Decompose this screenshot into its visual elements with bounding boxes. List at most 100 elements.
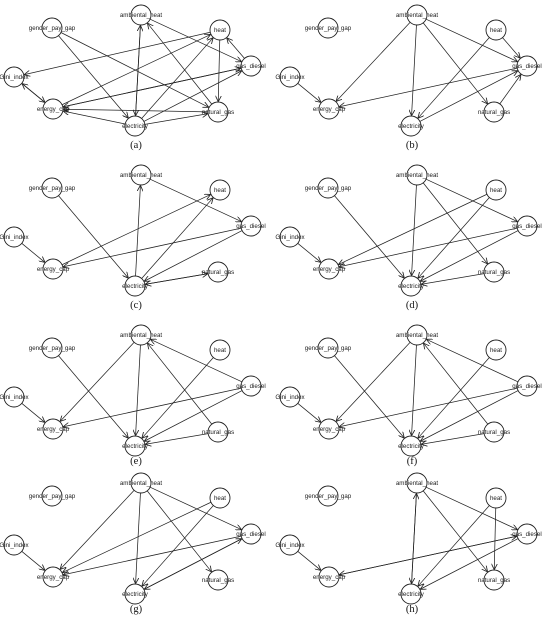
node-circle xyxy=(516,523,538,545)
node-Gini_index: Gini_index xyxy=(275,226,306,248)
node-circle xyxy=(42,98,64,120)
node-circle xyxy=(406,4,428,26)
node-circle xyxy=(3,226,25,248)
node-Gini_index: Gini_index xyxy=(275,534,306,556)
node-label: electricity xyxy=(398,123,425,130)
node-gas_diesel: gas_diesel xyxy=(512,215,542,237)
edge-gender_pay_gap-to-electricity xyxy=(334,195,404,278)
node-heat: heat xyxy=(485,19,507,41)
edge-ambiental_heat-to-gas_diesel xyxy=(149,486,241,529)
node-label: gas_diesel xyxy=(512,223,542,230)
edge-ambiental_heat-to-electricity xyxy=(412,344,417,435)
node-circle xyxy=(279,226,301,248)
diagram-panel-4: gender_pay_gapambiental_heatheatGini_ind… xyxy=(275,164,542,311)
edge-heat-to-natural_gas xyxy=(494,507,495,569)
node-circle xyxy=(42,418,64,440)
node-label: gender_pay_gap xyxy=(29,345,76,352)
node-circle xyxy=(209,179,231,201)
node-circle xyxy=(516,375,538,397)
node-circle xyxy=(317,337,339,359)
edge-ambiental_heat-to-energy_cap xyxy=(60,342,135,421)
node-gender_pay_gap: gender_pay_gap xyxy=(29,17,76,39)
node-label: gender_pay_gap xyxy=(305,25,352,32)
node-circle xyxy=(207,261,229,283)
node-label: heat xyxy=(490,27,502,34)
edge-ambiental_heat-to-gas_diesel xyxy=(425,18,517,61)
node-circle xyxy=(516,215,538,237)
node-circle xyxy=(400,115,422,137)
node-circle xyxy=(483,421,505,443)
node-heat: heat xyxy=(209,19,231,41)
node-energy_cap: energy_cap xyxy=(37,98,70,120)
node-circle xyxy=(483,101,505,123)
node-circle xyxy=(209,487,231,509)
edge-Gini_index-to-energy_cap xyxy=(297,83,321,102)
edge-Gini_index-to-energy_cap xyxy=(21,243,45,262)
node-circle xyxy=(240,375,262,397)
node-label: natural_gas xyxy=(202,269,234,276)
panel-caption: (d) xyxy=(406,300,419,311)
node-label: energy_cap xyxy=(37,266,70,273)
node-circle xyxy=(485,19,507,41)
edge-ambiental_heat-to-natural_gas xyxy=(422,182,487,264)
node-circle xyxy=(124,583,146,605)
node-gas_diesel: gas_diesel xyxy=(236,55,266,77)
edge-electricity-to-ambiental_heat xyxy=(135,186,141,277)
node-circle xyxy=(3,66,25,88)
edge-gender_pay_gap-to-electricity xyxy=(58,355,128,438)
node-label: Gini_index xyxy=(275,74,305,81)
node-circle xyxy=(41,17,63,39)
edge-natural_gas-to-electricity xyxy=(145,433,209,445)
edge-Gini_index-to-energy_cap xyxy=(21,403,45,422)
node-circle xyxy=(124,435,146,457)
node-ambiental_heat: ambiental_heat xyxy=(120,164,162,186)
node-electricity: electricity xyxy=(122,435,149,457)
edge-heat-to-Gini_index xyxy=(24,31,211,74)
node-gas_diesel: gas_diesel xyxy=(236,375,266,397)
node-label: gas_diesel xyxy=(512,383,542,390)
node-circle xyxy=(279,386,301,408)
node-label: electricity xyxy=(122,283,149,290)
node-circle xyxy=(240,55,262,77)
node-label: electricity xyxy=(122,123,149,130)
node-label: ambiental_heat xyxy=(120,12,163,19)
node-label: energy_cap xyxy=(37,106,70,113)
diagram-panel-1: gender_pay_gap ambiental_heatheatGini_ind… xyxy=(0,4,266,151)
edge-gas_diesel-to-energy_cap xyxy=(339,227,518,267)
node-label: electricity xyxy=(398,443,425,450)
node-energy_cap: energy_cap xyxy=(313,258,346,280)
node-label: gender_pay_gap xyxy=(29,493,76,500)
node-electricity: electricity xyxy=(122,583,149,605)
edge-electricity-to-energy_cap xyxy=(63,111,126,125)
node-circle xyxy=(318,566,340,588)
node-gender_pay_gap: gender_pay_gap xyxy=(29,485,76,507)
edge-ambiental_heat-to-electricity xyxy=(412,184,417,275)
node-Gini_index: Gini_index xyxy=(0,226,30,248)
edge-electricity-to-heat xyxy=(141,198,213,279)
node-label: energy_cap xyxy=(313,574,346,581)
diagram-panel-5: gender_pay_gapambiental_heatheatGini_ind… xyxy=(0,324,266,467)
edge-heat-to-energy_cap xyxy=(63,501,212,572)
node-circle xyxy=(485,339,507,361)
node-label: electricity xyxy=(398,283,425,290)
node-label: natural_gas xyxy=(202,109,234,116)
node-Gini_index: Gini_index xyxy=(0,534,30,556)
node-circle xyxy=(209,19,231,41)
edge-heat-to-electricity xyxy=(418,505,490,586)
node-label: ambiental_heat xyxy=(396,12,439,19)
edge-natural_gas-to-electricity xyxy=(421,433,485,445)
node-label: heat xyxy=(214,27,226,34)
node-label: gas_diesel xyxy=(236,383,266,390)
edge-heat-to-electricity xyxy=(418,357,490,438)
node-circle xyxy=(317,485,339,507)
node-label: heat xyxy=(214,347,226,354)
node-circle xyxy=(318,98,340,120)
edge-heat-to-energy_cap xyxy=(339,193,488,264)
node-Gini_index: Gini_index xyxy=(0,66,30,88)
node-circle xyxy=(207,421,229,443)
edge-Gini_index-to-energy_cap xyxy=(21,551,45,570)
edge-natural_gas-to-ambiental_heat xyxy=(148,343,213,425)
node-Gini_index: Gini_index xyxy=(0,386,30,408)
node-label: electricity xyxy=(122,591,149,598)
edge-electricity-to-ambiental_heat xyxy=(135,26,141,117)
